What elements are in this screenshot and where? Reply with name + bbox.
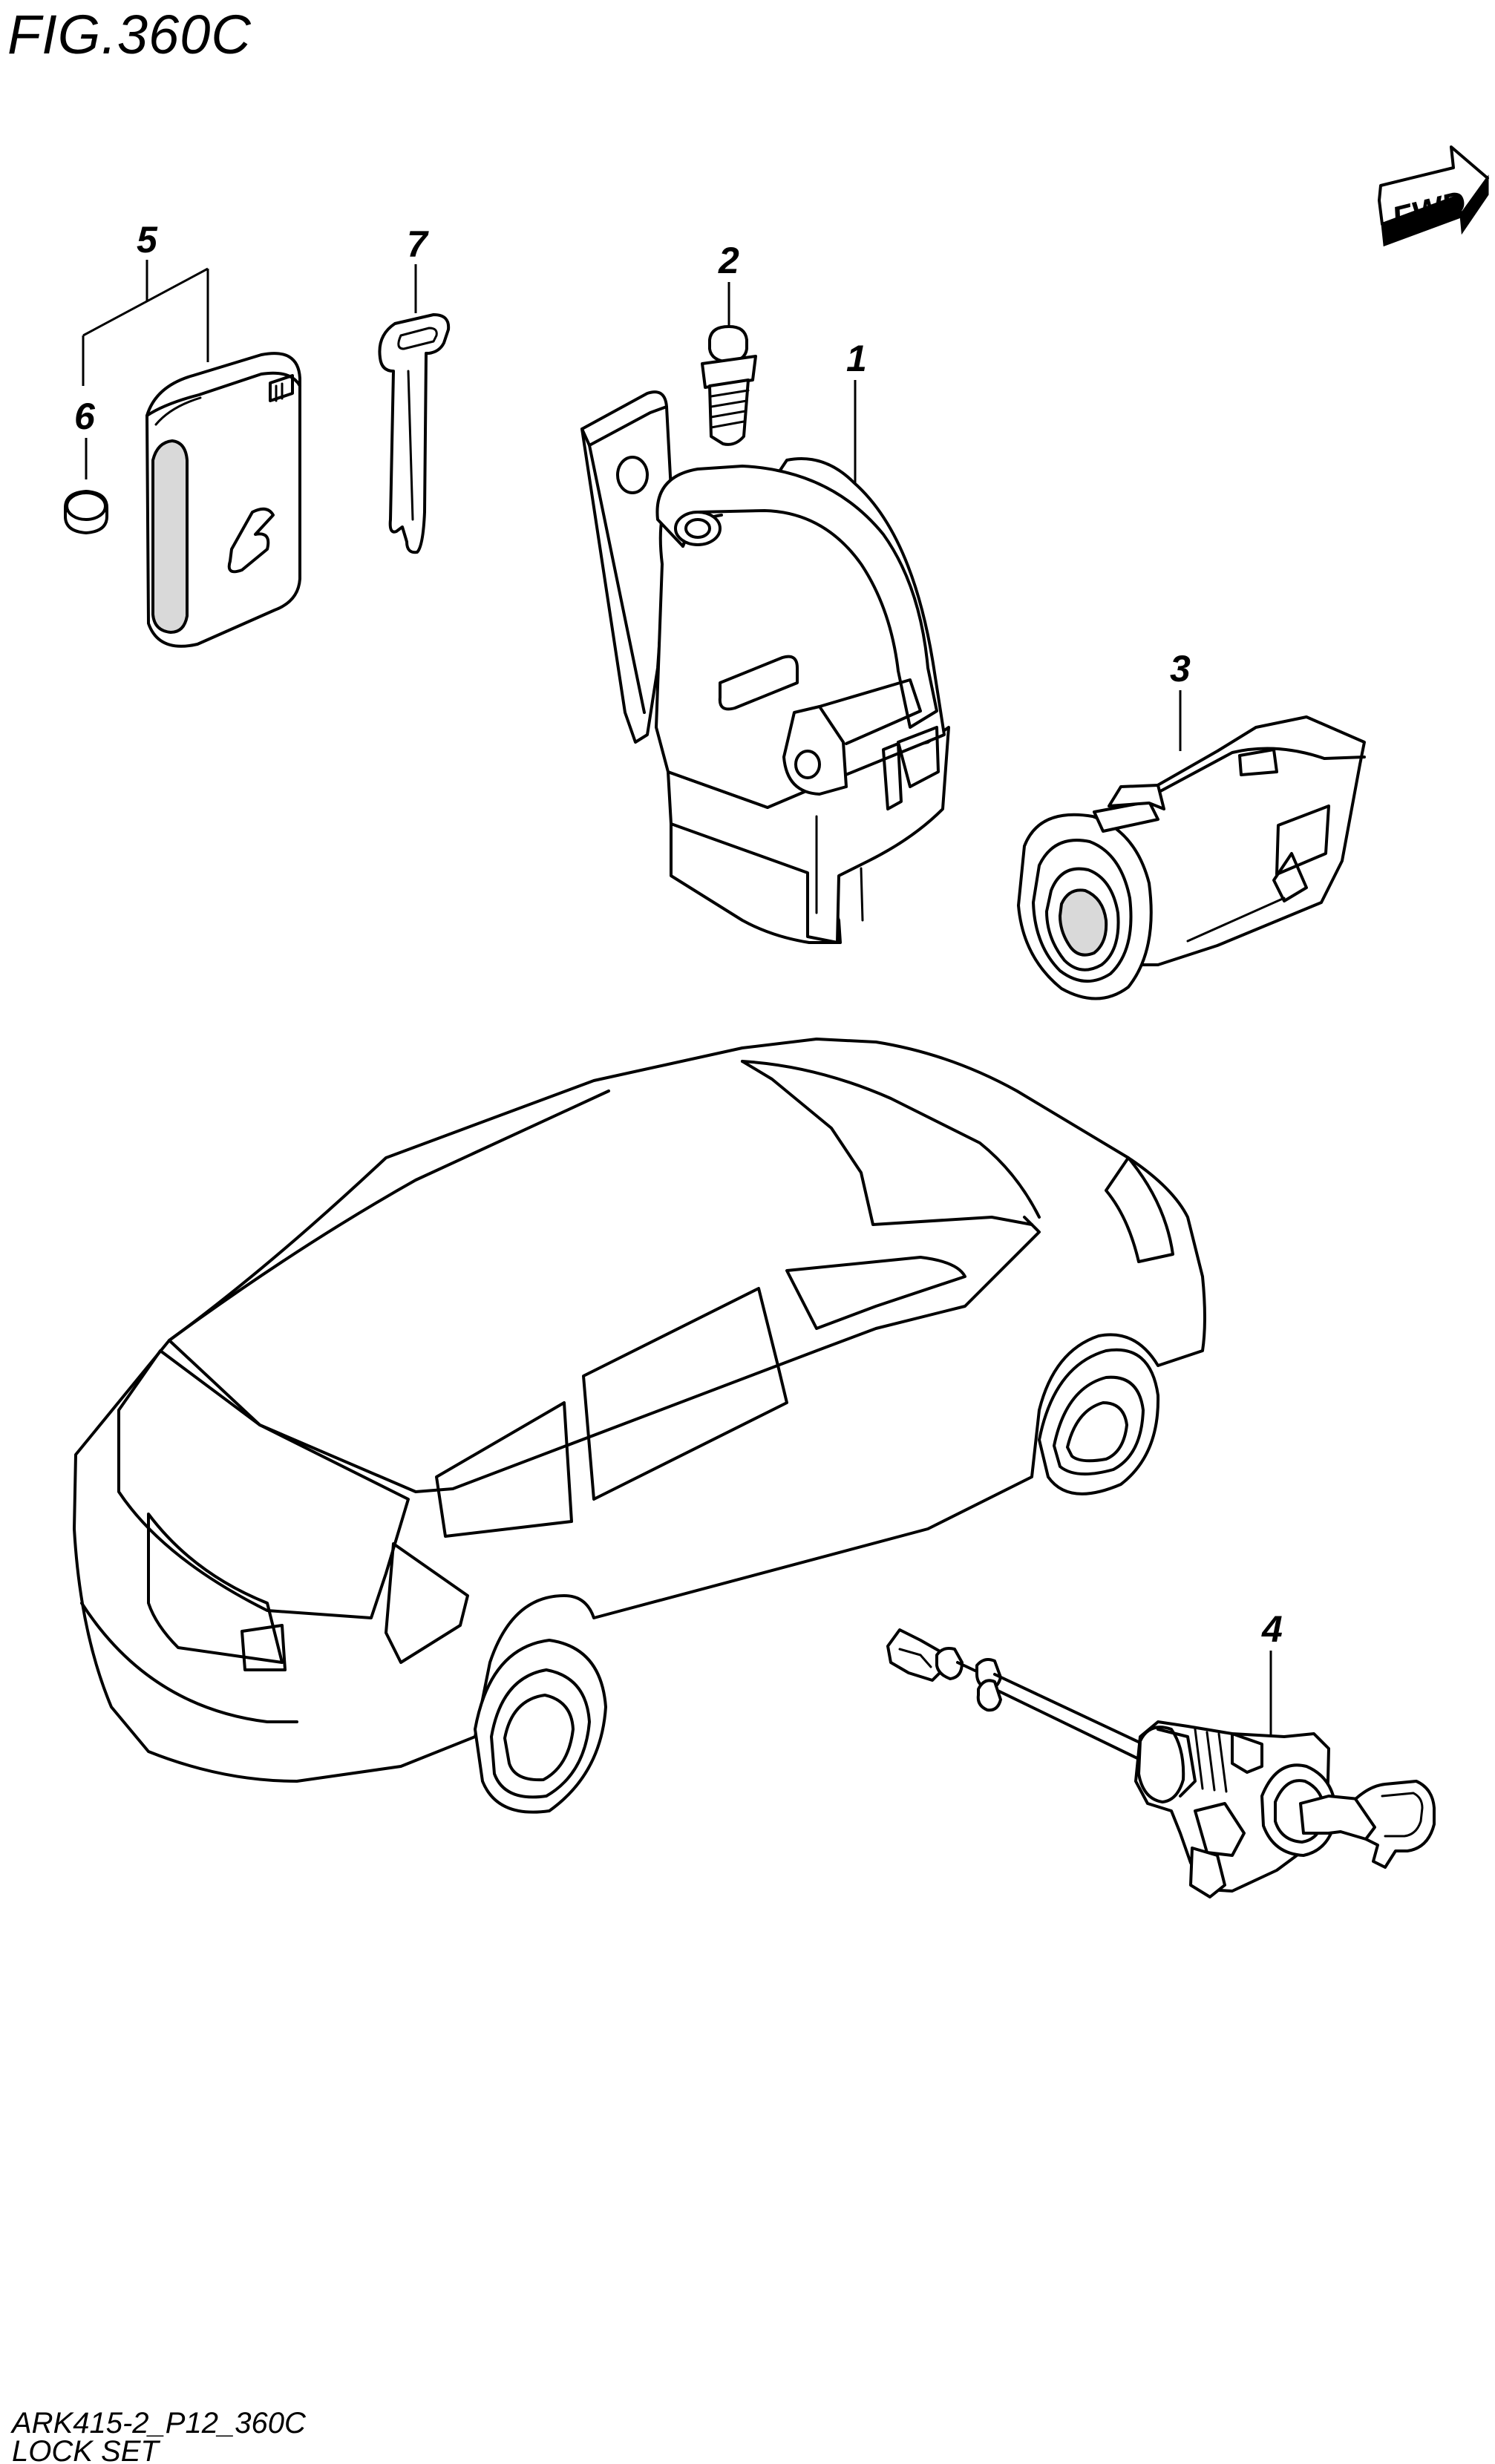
door-lock-cylinder-icon: 4: [886, 1608, 1436, 1898]
callout-5: 5: [137, 219, 158, 261]
callout-7: 7: [407, 223, 429, 265]
bracket-5-6: 5 6: [74, 219, 209, 479]
bolt-icon: 2: [701, 240, 757, 446]
ignition-lock-housing-icon: 1: [580, 338, 950, 944]
emergency-key-icon: 7: [378, 223, 451, 554]
figure-name: LOCK SET: [12, 2435, 160, 2464]
fwd-arrow-icon: FWD: [1378, 145, 1489, 247]
coin-battery-icon: [64, 490, 108, 534]
callout-1: 1: [846, 338, 867, 379]
figure-title: FIG.360C: [7, 4, 252, 65]
key-fob-icon: [145, 352, 301, 648]
callout-2: 2: [718, 240, 739, 281]
callout-4: 4: [1261, 1608, 1283, 1650]
car-outline-icon: [73, 1038, 1206, 1814]
figure-code: ARK415-2_P12_360C: [10, 2407, 307, 2440]
callout-6: 6: [74, 396, 96, 437]
push-start-switch-icon: 3: [1017, 648, 1366, 1000]
callout-3: 3: [1170, 648, 1191, 689]
